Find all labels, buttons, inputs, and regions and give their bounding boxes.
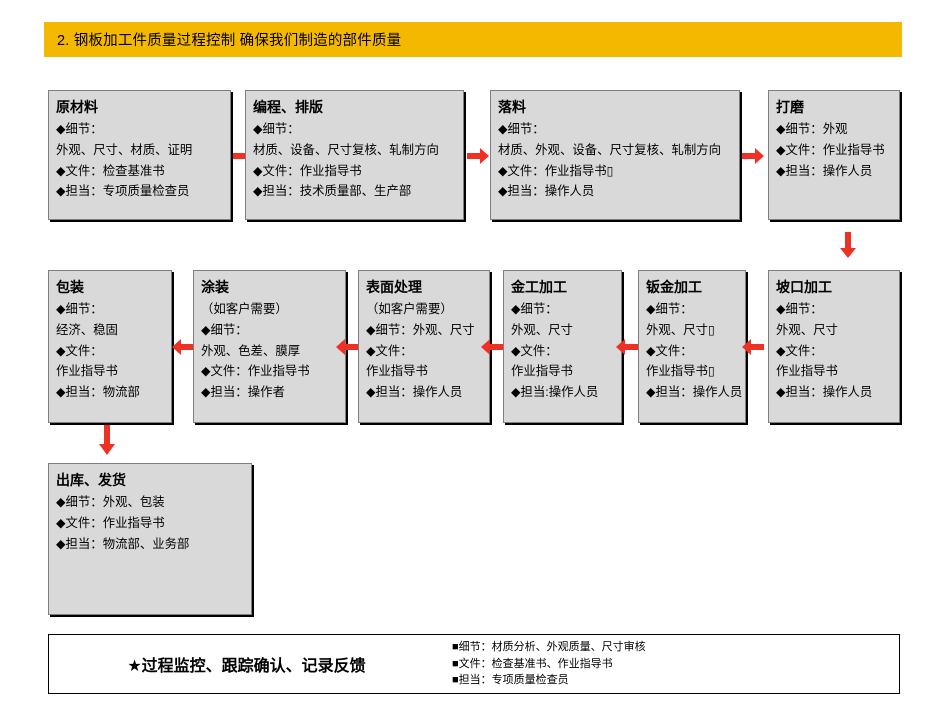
process-box-title: 打磨 xyxy=(776,99,804,115)
process-box-line: ◆文件：作业指导书 xyxy=(56,515,165,530)
process-box-title: 出库、发货 xyxy=(56,472,126,488)
process-box-title: 落料 xyxy=(498,99,526,115)
process-box-title: 原材料 xyxy=(56,99,98,115)
process-box-line: ◆细节： xyxy=(201,322,248,337)
arrow-left-icon xyxy=(481,339,503,355)
process-box-programming-layout[interactable]: 编程、排版 ◆细节： 材质、设备、尺寸复核、轧制方向 ◆文件：作业指导书 ◆担当… xyxy=(245,90,464,220)
arrow-down-icon xyxy=(99,425,115,455)
process-box-line: （如客户需要） xyxy=(201,301,288,316)
process-box-sheet-metal[interactable]: 钣金加工 ◆细节： 外观、尺寸▯ ◆文件： 作业指导书▯ ◆担当：操作人员 xyxy=(638,270,746,423)
process-box-painting[interactable]: 涂装 （如客户需要） ◆细节： 外观、色差、膜厚 ◆文件：作业指导书 ◆担当：操… xyxy=(193,270,346,423)
process-box-line: （如客户需要） xyxy=(366,301,453,316)
process-box-line: 作业指导书 xyxy=(56,364,118,379)
process-box-line: 材质、外观、设备、尺寸复核、轧制方向 xyxy=(498,142,722,157)
legend-line: ■文件：检查基准书、作业指导书 xyxy=(452,657,613,670)
process-box-line: 外观、尺寸▯ xyxy=(646,322,715,337)
arrow-right-icon xyxy=(742,148,764,164)
process-box-raw-material[interactable]: 原材料 ◆细节： 外观、尺寸、材质、证明 ◆文件：检查基准书 ◆担当：专项质量检… xyxy=(48,90,231,220)
process-box-shipping[interactable]: 出库、发货 ◆细节：外观、包装 ◆文件：作业指导书 ◆担当：物流部、业务部 xyxy=(48,463,252,615)
process-box-line: ◆担当：操作人员 xyxy=(366,385,463,400)
process-box-line: ◆担当：操作人员 xyxy=(498,184,595,199)
arrow-down-icon xyxy=(840,232,856,258)
process-box-line: ◆文件：作业指导书 xyxy=(253,163,362,178)
process-box-line: ◆文件： xyxy=(511,343,558,358)
process-box-line: ◆文件： xyxy=(776,343,823,358)
process-box-line: ◆细节：外观、包装 xyxy=(56,494,165,509)
arrow-left-icon xyxy=(172,339,194,355)
process-box-grinding[interactable]: 打磨 ◆细节：外观 ◆文件：作业指导书 ◆担当：操作人员 xyxy=(768,90,900,220)
arrow-left-icon xyxy=(616,339,638,355)
process-box-line: ◆担当：物流部、业务部 xyxy=(56,536,190,551)
process-box-packaging[interactable]: 包装 ◆细节： 经济、稳固 ◆文件： 作业指导书 ◆担当：物流部 xyxy=(48,270,172,423)
process-box-line: ◆细节： xyxy=(56,301,103,316)
process-box-line: ◆文件：作业指导书 xyxy=(201,364,310,379)
process-box-line: ◆细节： xyxy=(498,121,545,136)
monitoring-legend-box: ★过程监控、跟踪确认、记录反馈 ■细节：材质分析、外观质量、尺寸审核 ■文件：检… xyxy=(48,634,900,694)
arrow-left-icon xyxy=(336,339,358,355)
process-box-line: ◆文件：作业指导书 xyxy=(776,142,885,157)
process-box-line: 外观、色差、膜厚 xyxy=(201,343,301,358)
process-box-line: 外观、尺寸 xyxy=(776,322,838,337)
process-box-line: ◆细节： xyxy=(56,121,103,136)
process-box-line: ◆文件： xyxy=(366,343,413,358)
process-box-line: ◆细节： xyxy=(776,301,823,316)
process-box-line: 作业指导书 xyxy=(366,364,428,379)
process-box-machining[interactable]: 金工加工 ◆细节： 外观、尺寸 ◆文件： 作业指导书 ◆担当:操作人员 xyxy=(503,270,622,423)
process-box-line: 外观、尺寸、材质、证明 xyxy=(56,142,193,157)
process-box-title: 表面处理 xyxy=(366,279,422,295)
process-box-blanking[interactable]: 落料 ◆细节： 材质、外观、设备、尺寸复核、轧制方向 ◆文件：作业指导书▯ ◆担… xyxy=(490,90,740,220)
process-box-line: ◆担当：操作人员 xyxy=(646,385,743,400)
process-box-line: 作业指导书 xyxy=(776,364,838,379)
page-title: 2. 钢板加工件质量过程控制 确保我们制造的部件质量 xyxy=(57,33,402,49)
arrow-left-icon xyxy=(742,339,764,355)
process-box-line: ◆文件： xyxy=(646,343,693,358)
process-box-line: ◆文件：检查基准书 xyxy=(56,163,165,178)
process-box-title: 编程、排版 xyxy=(253,99,323,115)
arrow-right-icon xyxy=(467,148,489,164)
process-box-line: 外观、尺寸 xyxy=(511,322,573,337)
process-box-line: ◆担当:操作人员 xyxy=(511,385,599,400)
process-box-line: 材质、设备、尺寸复核、轧制方向 xyxy=(253,142,439,157)
process-box-line: ◆担当：技术质量部、生产部 xyxy=(253,184,412,199)
legend-line: ■担当：专项质量检查员 xyxy=(452,674,569,687)
process-box-line: 作业指导书 xyxy=(511,364,573,379)
process-box-line: ◆细节：外观、尺寸 xyxy=(366,322,475,337)
process-box-line: ◆担当：专项质量检查员 xyxy=(56,184,190,199)
process-box-line: ◆细节： xyxy=(646,301,693,316)
process-box-line: ◆细节： xyxy=(511,301,558,316)
process-box-line: ◆担当：操作人员 xyxy=(776,163,873,178)
process-box-line: ◆担当：操作者 xyxy=(201,385,285,400)
process-box-line: ◆细节：外观 xyxy=(776,121,848,136)
process-box-line: ◆担当：操作人员 xyxy=(776,385,873,400)
legend-lines: ■细节：材质分析、外观质量、尺寸审核 ■文件：检查基准书、作业指导书 ■担当：专… xyxy=(444,639,899,689)
process-box-title: 包装 xyxy=(56,279,84,295)
slide-title-bar: 2. 钢板加工件质量过程控制 确保我们制造的部件质量 xyxy=(44,22,902,57)
legend-heading: ★过程监控、跟踪确认、记录反馈 xyxy=(127,658,366,675)
process-box-line: 经济、稳固 xyxy=(56,322,118,337)
process-box-title: 坡口加工 xyxy=(776,279,832,295)
process-box-bevel[interactable]: 坡口加工 ◆细节： 外观、尺寸 ◆文件： 作业指导书 ◆担当：操作人员 xyxy=(768,270,900,423)
process-box-title: 金工加工 xyxy=(511,279,567,295)
process-box-line: ◆文件： xyxy=(56,343,103,358)
process-box-surface-treatment[interactable]: 表面处理 （如客户需要） ◆细节：外观、尺寸 ◆文件： 作业指导书 ◆担当：操作… xyxy=(358,270,490,423)
process-box-title: 钣金加工 xyxy=(646,279,702,295)
legend-line: ■细节：材质分析、外观质量、尺寸审核 xyxy=(452,640,646,653)
process-box-line: ◆细节： xyxy=(253,121,300,136)
process-box-line: 作业指导书▯ xyxy=(646,364,715,379)
process-box-line: ◆文件：作业指导书▯ xyxy=(498,163,614,178)
process-box-title: 涂装 xyxy=(201,279,229,295)
process-box-line: ◆担当：物流部 xyxy=(56,385,140,400)
